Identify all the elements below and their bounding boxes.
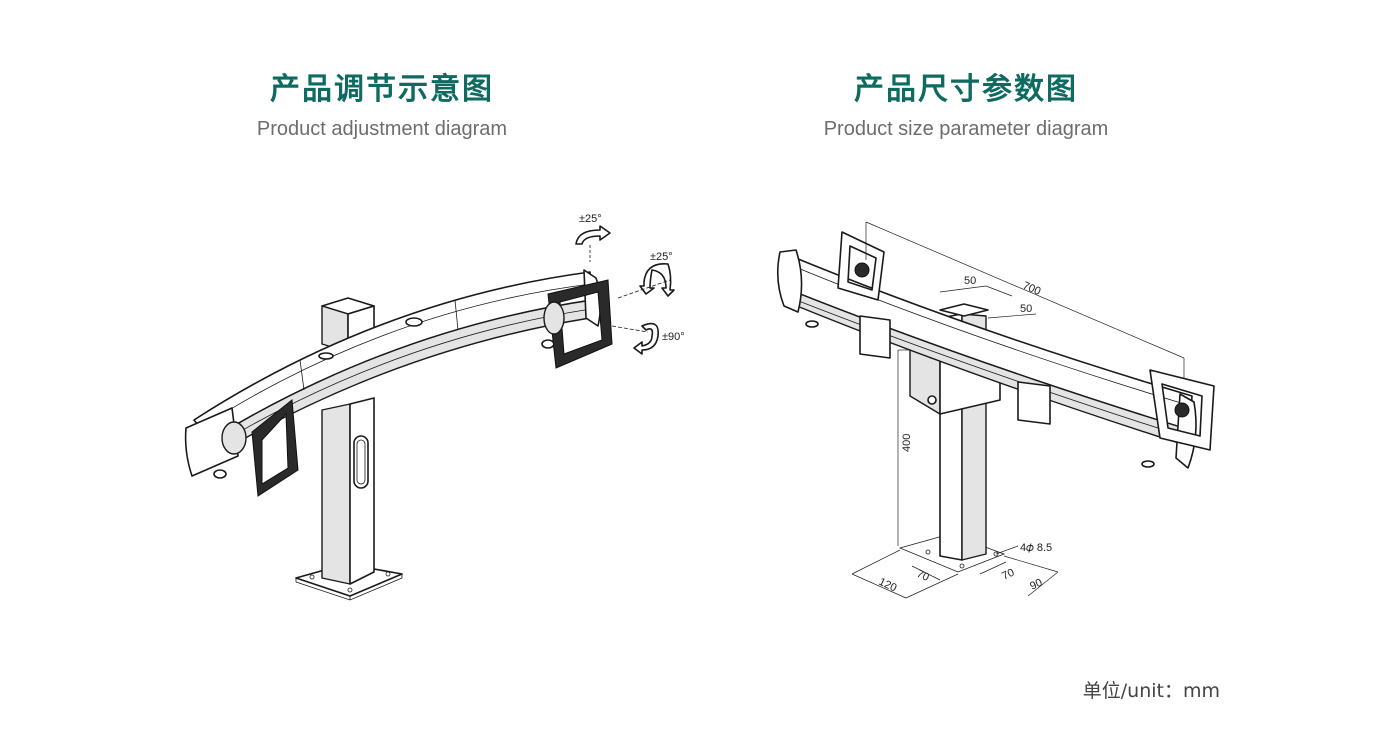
size-drawing: 700 50 50 400 70 70 120 90 4𝜙 8.5 bbox=[776, 221, 1215, 599]
support-post bbox=[321, 403, 351, 585]
dim-base-depth: 120 bbox=[877, 576, 899, 595]
dim-base-width: 90 bbox=[1028, 577, 1044, 593]
rotate-angle-label: ±90° bbox=[662, 331, 685, 343]
dim-height: 400 bbox=[901, 434, 913, 452]
left-vesa-plate bbox=[251, 399, 299, 497]
size-right-vesa bbox=[1149, 369, 1215, 451]
size-diagram-subtitle: Product size parameter diagram bbox=[823, 118, 1109, 140]
dim-mounting-holes: 4𝜙 8.5 bbox=[1020, 542, 1052, 554]
unit-note: 单位/unit：mm bbox=[1082, 680, 1220, 702]
dim-post-width-a: 50 bbox=[964, 275, 976, 287]
size-diagram-title: 产品尺寸参数图 bbox=[854, 72, 1078, 107]
size-base-plate bbox=[898, 533, 1006, 573]
right-vesa-plate bbox=[547, 279, 613, 369]
dim-post-width-b: 50 bbox=[1020, 303, 1032, 315]
size-left-vesa bbox=[837, 231, 885, 301]
dim-base-inner-b: 70 bbox=[1000, 567, 1016, 583]
swivel-angle-label: ±25° bbox=[579, 213, 602, 225]
adjustment-drawing: ±25° ±25° ±90° bbox=[184, 213, 685, 601]
dim-base-inner-a: 70 bbox=[915, 568, 931, 584]
adjustment-diagram-title: 产品调节示意图 bbox=[270, 72, 494, 107]
adjustment-diagram-subtitle: Product adjustment diagram bbox=[256, 118, 508, 140]
tilt-angle-label: ±25° bbox=[650, 251, 673, 263]
dim-arm-length: 700 bbox=[1021, 280, 1043, 298]
cable-slot bbox=[353, 435, 369, 489]
